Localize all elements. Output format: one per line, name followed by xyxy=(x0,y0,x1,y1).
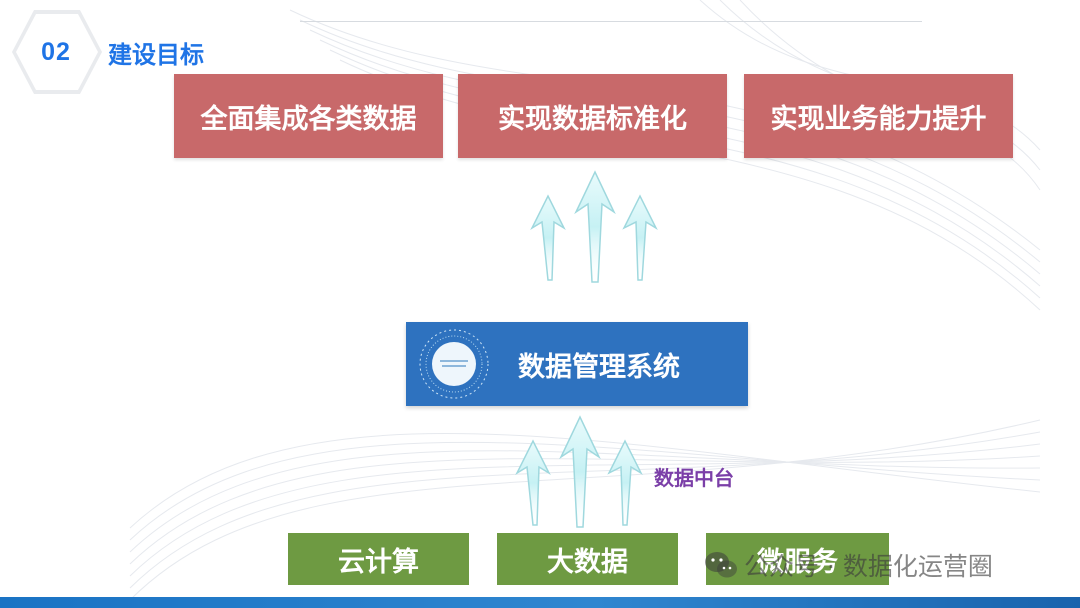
arrow-up-icon xyxy=(559,415,601,528)
data-middle-platform-label: 数据中台 xyxy=(654,466,734,490)
watermark: 公众号 · 数据化运营圈 xyxy=(704,545,993,585)
watermark-name: 数据化运营圈 xyxy=(842,552,993,581)
system-logo-icon xyxy=(419,329,489,399)
top-divider xyxy=(300,21,922,22)
arrow-up-icon xyxy=(622,194,658,281)
section-number: 02 xyxy=(41,37,71,66)
arrows-up-bottom xyxy=(515,415,643,528)
arrow-up-icon xyxy=(607,439,643,526)
tech-box-microservices: 微服务 xyxy=(706,533,889,585)
section-title: 建设目标 xyxy=(108,41,204,69)
arrow-up-icon xyxy=(515,439,551,526)
watermark-source: 公众号 · xyxy=(744,552,835,581)
system-label: 数据管理系统 xyxy=(518,351,680,383)
arrows-up-top xyxy=(530,170,658,283)
goal-box-standardize-data: 实现数据标准化 xyxy=(458,74,727,158)
bottom-band xyxy=(0,597,1080,608)
wechat-icon xyxy=(705,552,737,578)
goal-box-business-capability: 实现业务能力提升 xyxy=(744,74,1013,158)
tech-box-big-data: 大数据 xyxy=(497,533,678,585)
arrow-up-icon xyxy=(530,194,566,281)
hexagon-shape xyxy=(12,10,102,94)
section-number-badge: 02 xyxy=(10,8,102,96)
arrow-up-icon xyxy=(574,170,616,283)
goal-box-integrate-data: 全面集成各类数据 xyxy=(174,74,443,158)
tech-box-cloud-computing: 云计算 xyxy=(288,533,469,585)
data-management-system-box: 数据管理系统 xyxy=(406,322,748,406)
